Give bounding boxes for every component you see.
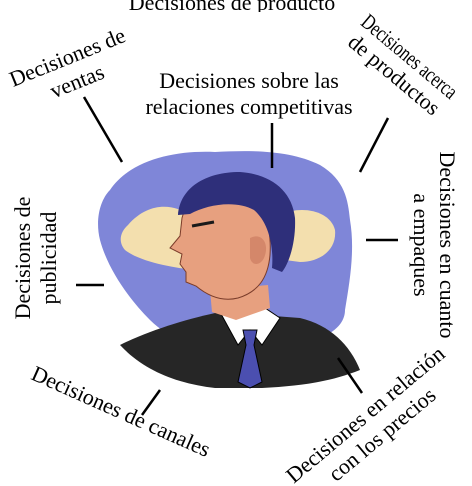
label-ventas: Decisiones de ventas <box>6 22 129 103</box>
eyebrow <box>191 220 215 228</box>
empaques-line-1: Decisiones en cuanto <box>435 152 460 339</box>
top-partial-text: Decisiones de producto <box>129 0 336 15</box>
publicidad-line-1: Decisiones de <box>10 197 35 320</box>
connector-productos <box>358 117 390 173</box>
cream-background-blob <box>120 206 195 270</box>
man-in-suit-illustration <box>98 151 360 389</box>
suit-shoulders <box>120 312 360 388</box>
publicidad-line-2: publicidad <box>36 212 61 305</box>
connector-ventas <box>82 96 124 163</box>
necktie <box>237 329 263 389</box>
label-productos: Decisiones acerca de productos <box>343 9 463 120</box>
ear <box>250 236 267 264</box>
competitivas-line-1: Decisiones sobre las <box>159 68 339 93</box>
connector-precios <box>336 357 364 394</box>
competitivas-line-2: relaciones competitivas <box>145 94 352 119</box>
label-publicidad: Decisiones de publicidad <box>10 197 61 320</box>
connector-canales <box>140 389 162 416</box>
label-competitivas: Decisiones sobre las relaciones competit… <box>145 68 352 119</box>
label-top-partial: Decisiones de producto <box>129 0 336 15</box>
label-empaques: Decisiones en cuanto a empaques <box>409 152 460 339</box>
empaques-line-2: a empaques <box>409 193 434 296</box>
hair <box>178 172 296 272</box>
connector-lines <box>76 96 398 416</box>
